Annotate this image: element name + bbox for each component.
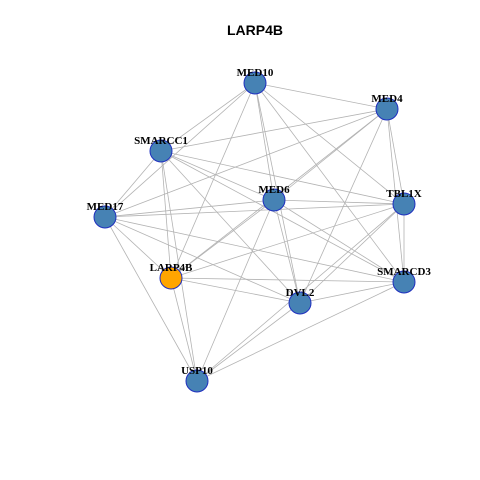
node-label-larp4b: LARP4B [150,262,193,274]
node-larp4b[interactable] [159,266,183,290]
edge-smarcd3-usp10 [196,281,405,382]
edge-med10-larp4b [170,82,256,279]
node-usp10[interactable] [185,369,209,393]
edge-med17-larp4b [104,216,172,279]
node-label-smarcc1: SMARCC1 [134,135,188,147]
edge-smarcc1-tbl1x [160,150,405,205]
edge-larp4b-dvl2 [170,277,301,304]
edge-smarcd3-dvl2 [299,281,405,304]
edge-tbl1x-dvl2 [299,203,405,304]
edge-med6-larp4b [170,199,275,279]
edge-smarcc1-dvl2 [160,150,301,304]
node-dvl2[interactable] [288,291,312,315]
node-smarcd3[interactable] [392,270,416,294]
edge-med10-smarcc1 [160,82,256,152]
node-med6[interactable] [262,188,286,212]
node-label-usp10: USP10 [181,365,213,377]
nodes-layer [93,71,416,393]
node-tbl1x[interactable] [392,192,416,216]
edge-smarcc1-med17 [104,150,162,218]
edge-smarcc1-smarcd3 [160,150,405,283]
edge-med17-smarcd3 [104,216,405,283]
edge-med6-tbl1x [273,199,405,205]
node-smarcc1[interactable] [149,139,173,163]
edge-med10-smarcd3 [254,82,405,283]
node-label-med4: MED4 [371,93,403,105]
edge-med6-med17 [104,199,275,218]
node-label-tbl1x: TBL1X [386,188,422,200]
edge-med6-smarcd3 [273,199,405,283]
edge-larp4b-usp10 [170,277,198,382]
edge-med17-dvl2 [104,216,301,304]
node-label-smarcd3: SMARCD3 [377,266,431,278]
edge-med4-dvl2 [299,108,388,304]
edge-med10-tbl1x [254,82,405,205]
node-label-dvl2: DVL2 [286,287,315,299]
edge-larp4b-smarcd3 [170,277,405,283]
node-label-med6: MED6 [258,184,290,196]
edge-med10-med6 [254,82,275,201]
edge-med4-tbl1x [386,108,405,205]
node-med4[interactable] [375,97,399,121]
edge-med4-smarcc1 [160,108,388,152]
edge-smarcc1-med6 [160,150,275,201]
edge-dvl2-usp10 [196,302,301,382]
edge-med4-smarcd3 [386,108,405,283]
edges-layer [104,82,405,382]
edge-tbl1x-med17 [104,203,405,218]
edge-smarcc1-usp10 [160,150,198,382]
edge-med17-usp10 [104,216,198,382]
edge-med10-med4 [254,82,388,110]
node-med10[interactable] [243,71,267,95]
graph-title: LARP4B [227,22,283,38]
node-label-med10: MED10 [237,67,274,79]
edge-med10-med17 [104,82,256,218]
edge-tbl1x-larp4b [170,203,405,279]
edge-med6-dvl2 [273,199,301,304]
edge-med4-med17 [104,108,388,218]
node-label-med17: MED17 [87,201,124,213]
node-med17[interactable] [93,205,117,229]
